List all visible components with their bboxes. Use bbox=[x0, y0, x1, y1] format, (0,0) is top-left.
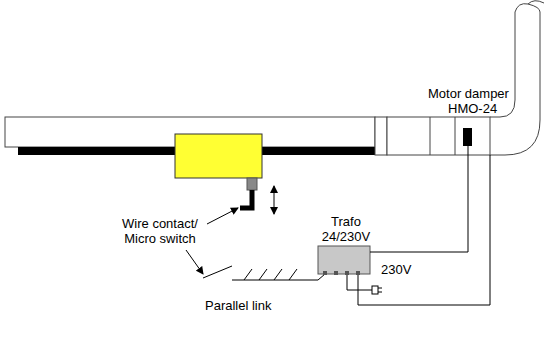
leader-arrow bbox=[207, 208, 238, 224]
plug-symbol bbox=[372, 286, 378, 294]
micro-switch bbox=[247, 178, 257, 190]
motor-wire bbox=[358, 155, 490, 305]
voltage-label: 230V bbox=[381, 262, 411, 277]
parallel-link bbox=[232, 280, 318, 281]
model-label: HMO-24 bbox=[448, 101, 497, 116]
mains-wire bbox=[347, 275, 372, 290]
part-label: Motor damper bbox=[428, 86, 509, 101]
part-label: Parallel link bbox=[205, 298, 271, 313]
part-label: Wire contact/ Micro switch bbox=[110, 216, 210, 246]
motor-wire bbox=[370, 146, 468, 252]
motor-box bbox=[463, 128, 472, 146]
part-label: Trafo 24/230V bbox=[318, 214, 374, 244]
motion-arrow bbox=[274, 186, 275, 214]
leader-arrow bbox=[186, 250, 203, 274]
switch-blade bbox=[203, 266, 232, 278]
damper-section bbox=[387, 117, 490, 155]
transformer-box bbox=[318, 246, 370, 274]
switch-lever bbox=[240, 190, 252, 208]
contact-housing bbox=[175, 134, 262, 178]
duct-joint bbox=[375, 117, 387, 155]
